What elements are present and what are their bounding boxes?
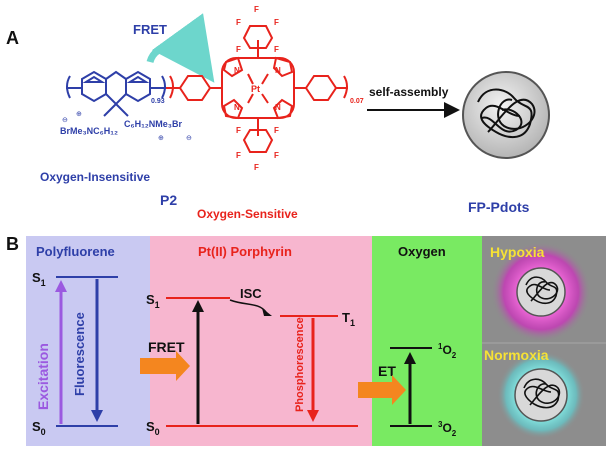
fluorine-top-3: F (274, 18, 279, 27)
oxygen-excitation-head (404, 352, 416, 364)
self-assembly-label: self-assembly (369, 85, 449, 99)
porphyrin-panel (150, 236, 372, 446)
oxygen-panel (372, 236, 482, 446)
excitation-arrow-head (55, 280, 67, 292)
pt-atom: Pt (251, 84, 260, 94)
singlet-o2-label: 1O2 (438, 342, 457, 360)
charge-plus-left: ⊕ (76, 111, 82, 118)
hypoxia-chains (525, 276, 559, 305)
side-chain-right: C₆H₁₂NMe₃Br (124, 119, 182, 129)
porphyrin-structure (166, 25, 348, 153)
normoxia-label: Normoxia (484, 347, 549, 363)
polymer-name: P2 (160, 192, 177, 208)
charge-plus-right: ⊕ (158, 135, 164, 142)
subscript-093: 0.93 (151, 98, 165, 105)
subscript-007: 0.07 (350, 98, 364, 105)
et-block-arrow (358, 375, 406, 405)
polyfluorene-panel (26, 236, 150, 446)
pdot-particle (462, 71, 550, 159)
triplet-o2-label: 3O2 (438, 420, 457, 438)
oxygen-sensitive-label: Oxygen-Sensitive (197, 207, 298, 221)
normoxia-chains (523, 378, 561, 409)
isc-label: ISC (240, 286, 262, 301)
isc-arrow-head (262, 308, 272, 316)
n-atom-bl: N (234, 103, 240, 112)
s1-mid-label: S1 (146, 292, 160, 310)
fret-curved-arrow (146, 13, 215, 83)
fluorescence-arrow-head (91, 410, 103, 422)
charge-minus-right: ⊖ (186, 135, 192, 142)
fluorescence-label: Fluorescence (72, 312, 87, 396)
absorption-arrow-head (192, 300, 204, 312)
n-atom-br: N (275, 103, 281, 112)
oxygen-heading: Oxygen (398, 244, 446, 259)
et-label: ET (378, 363, 396, 379)
fluorine-bottom-4: F (274, 151, 279, 160)
s0-mid-label: S0 (146, 419, 160, 437)
fluorine-bottom-5: F (254, 163, 259, 172)
oxygen-insensitive-label: Oxygen-Insensitive (40, 170, 150, 184)
product-label: FP-Pdots (468, 199, 530, 215)
excitation-label: Excitation (35, 343, 51, 410)
polyfluorene-heading: Polyfluorene (36, 244, 115, 259)
t1-label: T1 (342, 310, 355, 328)
fret-label-b: FRET (148, 339, 185, 355)
fluorine-top-5: F (274, 45, 279, 54)
fluorine-bottom-1: F (236, 126, 241, 135)
n-atom-tl: N (234, 66, 240, 75)
hypoxia-label: Hypoxia (490, 244, 545, 260)
fret-block-arrow (140, 351, 190, 381)
fluorine-bottom-3: F (236, 151, 241, 160)
panel-a-label: A (6, 28, 19, 48)
fluorine-top-1: F (254, 5, 259, 14)
phosphorescence-arrow-head (307, 410, 319, 422)
panel-b-label: B (6, 234, 19, 254)
s1-left-label: S1 (32, 270, 46, 288)
fluorine-top-4: F (236, 45, 241, 54)
fret-label-a: FRET (133, 22, 167, 37)
side-chain-left: BrMe₃NC₆H₁₂ (60, 126, 118, 136)
pdot-chains (477, 88, 536, 138)
fluorene-unit-structure (66, 70, 166, 117)
charge-minus-left: ⊖ (62, 117, 68, 124)
porphyrin-heading: Pt(II) Porphyrin (198, 244, 292, 259)
fluorine-top-2: F (236, 18, 241, 27)
fluorine-bottom-2: F (274, 126, 279, 135)
n-atom-tr: N (275, 66, 281, 75)
phosphorescence-label: Phosphorescence (294, 317, 306, 412)
s0-left-label: S0 (32, 419, 46, 437)
